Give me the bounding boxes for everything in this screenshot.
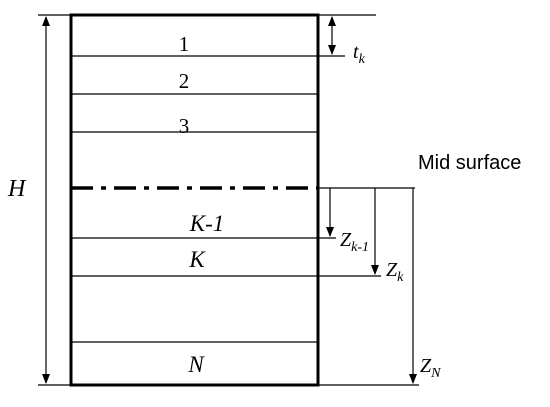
height-label: H (7, 176, 27, 202)
layer-label-n: N (187, 352, 205, 377)
layer-label-3: 3 (179, 114, 190, 138)
layer-label-k: K (188, 247, 206, 272)
mid-surface-label: Mid surface (418, 152, 521, 174)
z-k-label: Zk (386, 259, 404, 285)
layer-label-1: 1 (179, 32, 190, 56)
layer-label-2: 2 (179, 69, 190, 93)
laminate-outline (69, 13, 320, 387)
thickness-label: tk (353, 41, 366, 67)
z-k-minus-1-label: Zk-1 (340, 229, 369, 255)
layer-label-k-minus-1: K-1 (189, 211, 225, 236)
z-n-label: ZN (420, 355, 441, 381)
